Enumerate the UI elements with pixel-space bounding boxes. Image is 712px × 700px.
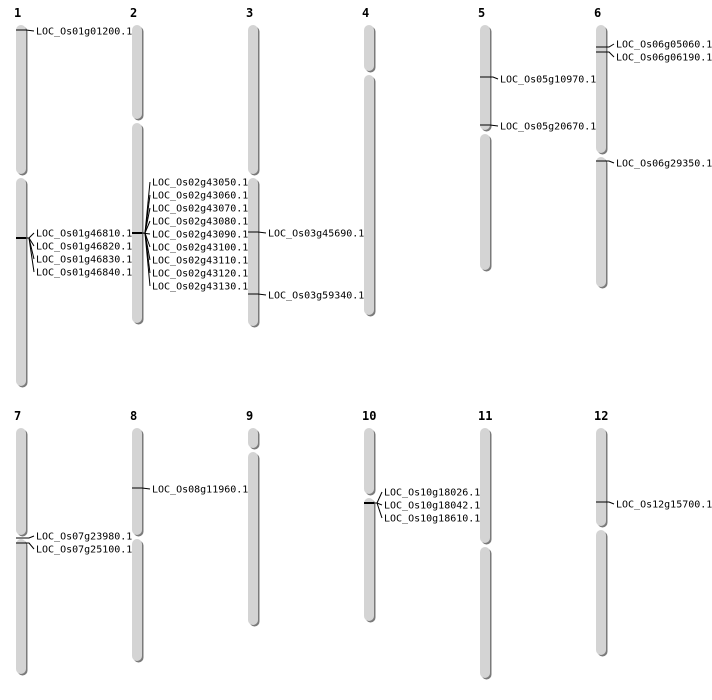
gene-label: LOC_Os01g46830.1 bbox=[36, 255, 132, 266]
chromosome-p-arm bbox=[596, 428, 606, 526]
chromosome-q-arm bbox=[132, 123, 142, 323]
gene-label: LOC_Os10g18042.1 bbox=[384, 501, 480, 512]
gene-connector bbox=[25, 29, 35, 32]
chromosome-number: 5 bbox=[478, 6, 485, 20]
chromosome-q-arm bbox=[364, 498, 374, 621]
gene-connector bbox=[606, 160, 615, 164]
gene-label: LOC_Os02g43090.1 bbox=[152, 230, 248, 241]
chromosome-p-arm bbox=[248, 428, 258, 448]
chromosome-q-arm bbox=[132, 539, 142, 661]
chromosome-q-arm bbox=[364, 75, 374, 315]
gene-label: LOC_Os02g43110.1 bbox=[152, 256, 248, 267]
gene-label: LOC_Os02g43130.1 bbox=[152, 282, 248, 293]
chromosome-number: 8 bbox=[130, 409, 137, 423]
gene-label: LOC_Os01g01200.1 bbox=[36, 27, 132, 38]
gene-label: LOC_Os01g46810.1 bbox=[36, 229, 132, 240]
chromosome-9: 9 bbox=[246, 409, 260, 627]
gene-connector bbox=[26, 237, 35, 273]
gene-label: LOC_Os06g29350.1 bbox=[616, 159, 712, 170]
chromosome-11: 11 bbox=[478, 409, 492, 680]
chromosome-number: 1 bbox=[14, 6, 21, 20]
chromosome-1: 1LOC_Os01g01200.1LOC_Os01g46810.1LOC_Os0… bbox=[14, 6, 132, 388]
chromosome-p-arm bbox=[480, 428, 490, 543]
chromosome-q-arm bbox=[596, 157, 606, 287]
gene-label: LOC_Os07g25100.1 bbox=[36, 545, 132, 556]
gene-connector bbox=[606, 51, 615, 58]
chromosome-2: 2LOC_Os02g43050.1LOC_Os02g43060.1LOC_Os0… bbox=[130, 6, 248, 325]
chromosome-10: 10LOC_Os10g18026.1LOC_Os10g18042.1LOC_Os… bbox=[362, 409, 480, 623]
chromosome-number: 3 bbox=[246, 6, 253, 20]
chromosome-p-arm bbox=[16, 428, 26, 535]
chromosome-p-arm bbox=[248, 25, 258, 174]
chromosome-q-arm bbox=[248, 452, 258, 625]
chromosome-q-arm bbox=[596, 530, 606, 655]
chromosome-q-arm bbox=[16, 539, 26, 674]
gene-label: LOC_Os01g46820.1 bbox=[36, 242, 132, 253]
chromosome-q-arm bbox=[248, 178, 258, 326]
gene-connector bbox=[490, 76, 499, 80]
gene-connector bbox=[257, 293, 267, 296]
gene-label: LOC_Os03g45690.1 bbox=[268, 229, 364, 240]
gene-connector bbox=[141, 487, 151, 490]
gene-label: LOC_Os12g15700.1 bbox=[616, 500, 712, 511]
gene-label: LOC_Os02g43050.1 bbox=[152, 178, 248, 189]
gene-connector bbox=[374, 502, 383, 519]
chromosome-p-arm bbox=[16, 25, 26, 174]
gene-label: LOC_Os02g43120.1 bbox=[152, 269, 248, 280]
gene-connector bbox=[606, 501, 615, 505]
gene-connector bbox=[142, 232, 151, 287]
chromosome-number: 2 bbox=[130, 6, 137, 20]
chromosome-p-arm bbox=[364, 25, 374, 71]
chromosome-q-arm bbox=[480, 547, 490, 678]
gene-connector bbox=[606, 43, 615, 48]
chromosome-number: 11 bbox=[478, 409, 492, 423]
chromosome-q-arm bbox=[480, 134, 490, 270]
chromosome-number: 12 bbox=[594, 409, 608, 423]
gene-connector bbox=[26, 542, 35, 550]
gene-connector bbox=[374, 491, 383, 504]
gene-connector bbox=[257, 231, 267, 234]
chromosome-number: 9 bbox=[246, 409, 253, 423]
chromosome-number: 10 bbox=[362, 409, 376, 423]
gene-label: LOC_Os01g46840.1 bbox=[36, 268, 132, 279]
chromosome-p-arm bbox=[596, 25, 606, 153]
gene-label: LOC_Os10g18026.1 bbox=[384, 488, 480, 499]
chromosome-number: 7 bbox=[14, 409, 21, 423]
gene-label: LOC_Os06g05060.1 bbox=[616, 40, 712, 51]
gene-label: LOC_Os02g43100.1 bbox=[152, 243, 248, 254]
chromosome-q-arm bbox=[16, 178, 26, 386]
chromosome-number: 4 bbox=[362, 6, 369, 20]
chromosome-p-arm bbox=[132, 25, 142, 119]
gene-label: LOC_Os02g43070.1 bbox=[152, 204, 248, 215]
gene-label: LOC_Os08g11960.1 bbox=[152, 485, 248, 496]
gene-label: LOC_Os02g43060.1 bbox=[152, 191, 248, 202]
gene-label: LOC_Os06g06190.1 bbox=[616, 53, 712, 64]
gene-label: LOC_Os02g43080.1 bbox=[152, 217, 248, 228]
gene-connector bbox=[489, 124, 499, 127]
gene-label: LOC_Os07g23980.1 bbox=[36, 532, 132, 543]
chromosome-p-arm bbox=[364, 428, 374, 494]
gene-label: LOC_Os05g10970.1 bbox=[500, 75, 596, 86]
chromosome-6: 6LOC_Os06g05060.1LOC_Os06g06190.1LOC_Os0… bbox=[594, 6, 712, 289]
chromosome-p-arm bbox=[132, 428, 142, 535]
gene-label: LOC_Os03g59340.1 bbox=[268, 291, 364, 302]
gene-label: LOC_Os05g20670.1 bbox=[500, 122, 596, 133]
gene-connector bbox=[26, 535, 35, 539]
chromosome-4: 4 bbox=[362, 6, 376, 317]
chromosome-number: 6 bbox=[594, 6, 601, 20]
gene-label: LOC_Os10g18610.1 bbox=[384, 514, 480, 525]
